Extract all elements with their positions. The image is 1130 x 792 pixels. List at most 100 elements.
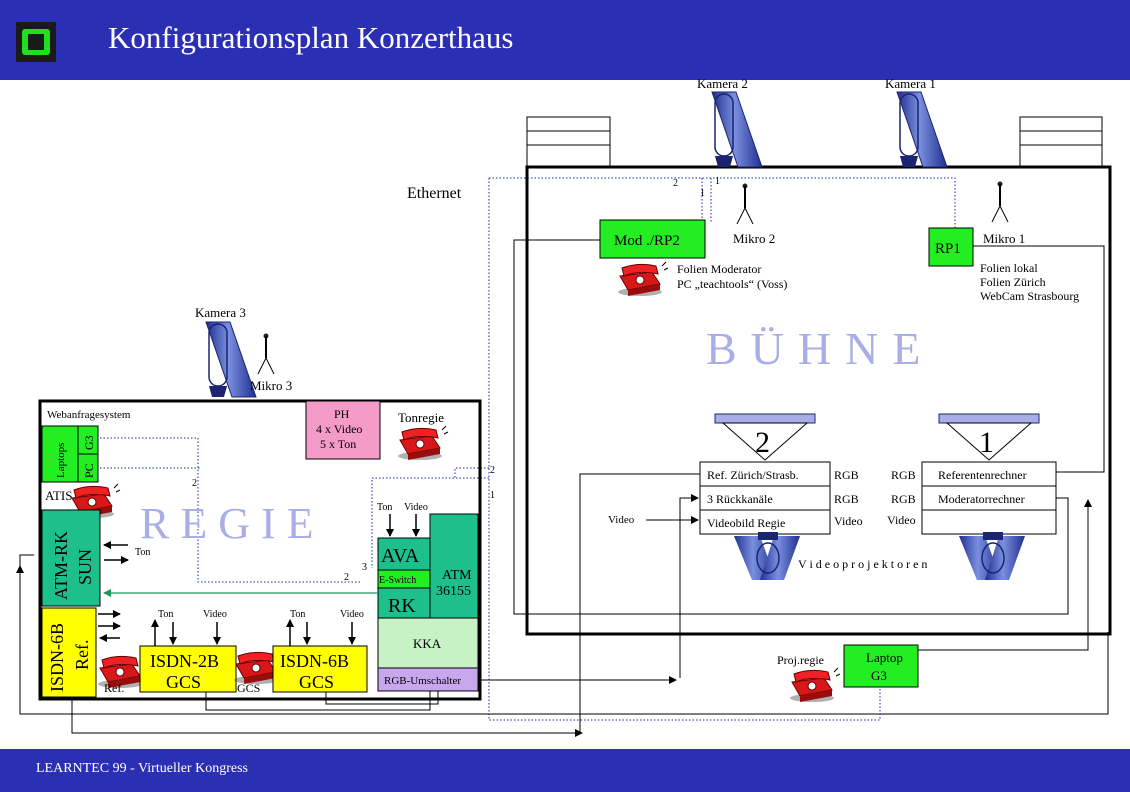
isdn-2b-gcs-label: GCS <box>166 672 201 692</box>
videoprojektoren-label: V i d e o p r o j e k t o r e n <box>798 557 927 571</box>
regie-net-label-3: 3 <box>362 562 367 573</box>
mikro-3-icon <box>257 332 275 375</box>
p2-signal-rgb-1: RGB <box>834 468 859 482</box>
net-label-2b: 2 <box>490 465 495 476</box>
stage-area <box>525 165 1112 636</box>
net-label-1a: 1 <box>715 176 720 187</box>
screen-2 <box>714 413 816 424</box>
footer-bar: LEARNTEC 99 - Virtueller Kongress <box>0 749 1130 792</box>
stage-watermark: BÜHNE <box>706 323 934 374</box>
p2-signal-rgb-2: RGB <box>834 492 859 506</box>
p2-signal-video: Video <box>834 514 863 528</box>
laptops-box <box>41 425 79 483</box>
ava-box <box>377 537 431 571</box>
atm-rk-label: ATM-RK <box>51 531 71 600</box>
folien-moderator-text: Folien Moderator <box>677 262 761 276</box>
mikro-1-label: Mikro 1 <box>983 231 1025 246</box>
atm-rk-sun-box <box>41 509 101 607</box>
kka-box <box>377 617 479 669</box>
isdn2b-video-label: Video <box>203 609 227 620</box>
atm-ton-label: Ton <box>135 547 150 558</box>
ava-ton-label: Ton <box>377 502 392 513</box>
isdn6b-video-label: Video <box>340 609 364 620</box>
p1-input-referentenrechner: Referentenrechner <box>938 468 1027 482</box>
tonregie-label: Tonregie <box>398 410 444 425</box>
ph-ton: 5 x Ton <box>320 437 356 451</box>
kka-label: KKA <box>413 636 442 651</box>
atm-36155-label-1: ATM <box>442 568 472 583</box>
folien-zuerich-text: Folien Zürich <box>980 275 1046 289</box>
projector-1-inputs <box>921 461 1057 535</box>
net-label-1b: 1 <box>700 188 705 199</box>
camera-2-icon <box>711 91 763 168</box>
ph-box <box>305 400 381 460</box>
pc-label: PC <box>82 463 96 478</box>
rk-box <box>377 587 431 619</box>
rk-label: RK <box>388 595 416 617</box>
rgb-umschalter-label: RGB-Umschalter <box>384 675 461 687</box>
isdn6b-ton-label: Ton <box>290 609 305 620</box>
atis-label: ATIS <box>45 488 72 503</box>
stage-phone-icon <box>617 261 669 297</box>
p1-signal-rgb-1: RGB <box>891 468 916 482</box>
projector-1-icon <box>958 531 1026 581</box>
ethernet-network-line <box>100 177 956 721</box>
ethernet-label: Ethernet <box>407 185 462 202</box>
rp1-box <box>928 227 974 267</box>
video-in-label: Video <box>608 514 635 526</box>
regie-watermark: R E G I E <box>140 499 314 548</box>
regie-net-label-2c: 2 <box>344 572 349 583</box>
ava-label: AVA <box>381 545 420 567</box>
screen-1-number: 1 <box>979 426 994 459</box>
camera-3-icon <box>205 321 257 398</box>
isdn-6b-ref-label-1: ISDN-6B <box>47 623 67 692</box>
net-label-2: 2 <box>673 178 678 189</box>
screen-1 <box>938 413 1040 424</box>
stage-side-box-right <box>1019 116 1103 168</box>
isdn-2b-gcs-box <box>139 645 237 693</box>
mod-rp2-box <box>599 219 706 259</box>
projregie-phone-icon <box>789 667 841 703</box>
net-label-1c: 1 <box>490 490 495 501</box>
tonregie-phone-icon <box>397 425 449 461</box>
sun-label: SUN <box>75 549 95 585</box>
e-switch-label: E-Switch <box>379 575 416 586</box>
p1-signal-rgb-2: RGB <box>891 492 916 506</box>
camera-3-label: Kamera 3 <box>195 305 246 320</box>
p2-input-regie: Videobild Regie <box>707 516 785 530</box>
mikro-3-label: Mikro 3 <box>250 378 292 393</box>
laptops-label: Laptops <box>55 443 67 478</box>
p1-input-moderatorrechner: Moderatorrechner <box>938 492 1025 506</box>
mikro-2-label: Mikro 2 <box>733 231 775 246</box>
isdn-6b-gcs-box <box>272 645 368 693</box>
isdn-6b-label: ISDN-6B <box>280 651 349 671</box>
projregie-label: Proj.regie <box>777 653 824 667</box>
folien-lokal-text: Folien lokal <box>980 261 1038 275</box>
camera-1-label: Kamera 1 <box>885 76 936 91</box>
isdn-2b-label: ISDN-2B <box>150 651 219 671</box>
regie-net-label-2: 2 <box>192 478 197 489</box>
rgb-umschalter-box <box>377 667 479 692</box>
footer-text: LEARNTEC 99 - Virtueller Kongress <box>36 761 248 776</box>
mod-rp2-label: Mod ./RP2 <box>614 233 680 249</box>
webcam-text: WebCam Strasbourg <box>980 289 1079 303</box>
p2-input-rueck: 3 Rückkanäle <box>707 492 773 506</box>
regie-area <box>38 399 482 701</box>
rp1-label: RP1 <box>935 241 961 257</box>
webanfragesystem-label: Webanfragesystem <box>47 409 131 421</box>
camera-2-label: Kamera 2 <box>697 76 748 91</box>
atm-36155-label-2: 36155 <box>436 584 471 599</box>
p1-signal-video: Video <box>887 513 916 527</box>
mikro-1-icon <box>991 180 1009 223</box>
page-title: Konfigurationsplan Konzerthaus <box>108 20 514 55</box>
ava-video-label: Video <box>404 502 428 513</box>
mikro-2-icon <box>736 182 754 225</box>
stage-side-box-left <box>526 116 611 168</box>
pc-teachtools-text: PC „teachtools“ (Voss) <box>677 277 787 291</box>
logo-icon <box>16 22 56 62</box>
projector-2-icon <box>733 531 801 581</box>
ref-label: Ref. <box>104 681 124 695</box>
laptop-g3-label-2: G3 <box>871 668 887 683</box>
isdn-6b-ref-label-2: Ref. <box>72 640 92 671</box>
